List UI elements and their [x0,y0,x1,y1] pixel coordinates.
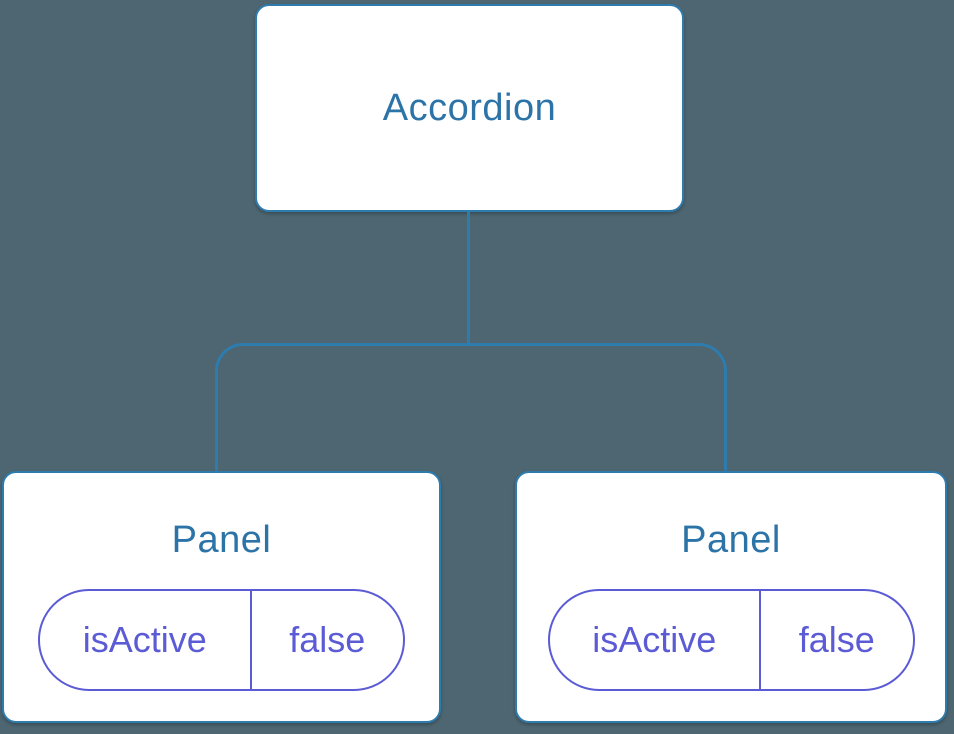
state-key: isActive [40,591,252,689]
connector-stem [467,211,470,345]
panel-node-left: Panel isActive false [2,471,441,723]
state-value: false [798,619,875,660]
state-value: false [289,619,366,660]
connector-bracket [215,343,727,472]
state-key: isActive [550,591,762,689]
panel-node-label: Panel [171,519,272,561]
panel-node-label: Panel [681,519,781,561]
root-node-label: Accordion [382,86,557,129]
state-pill: isActive false [38,589,405,691]
state-pill: isActive false [547,589,915,691]
root-node-accordion: Accordion [255,4,684,212]
panel-node-right: Panel isActive false [515,471,947,723]
